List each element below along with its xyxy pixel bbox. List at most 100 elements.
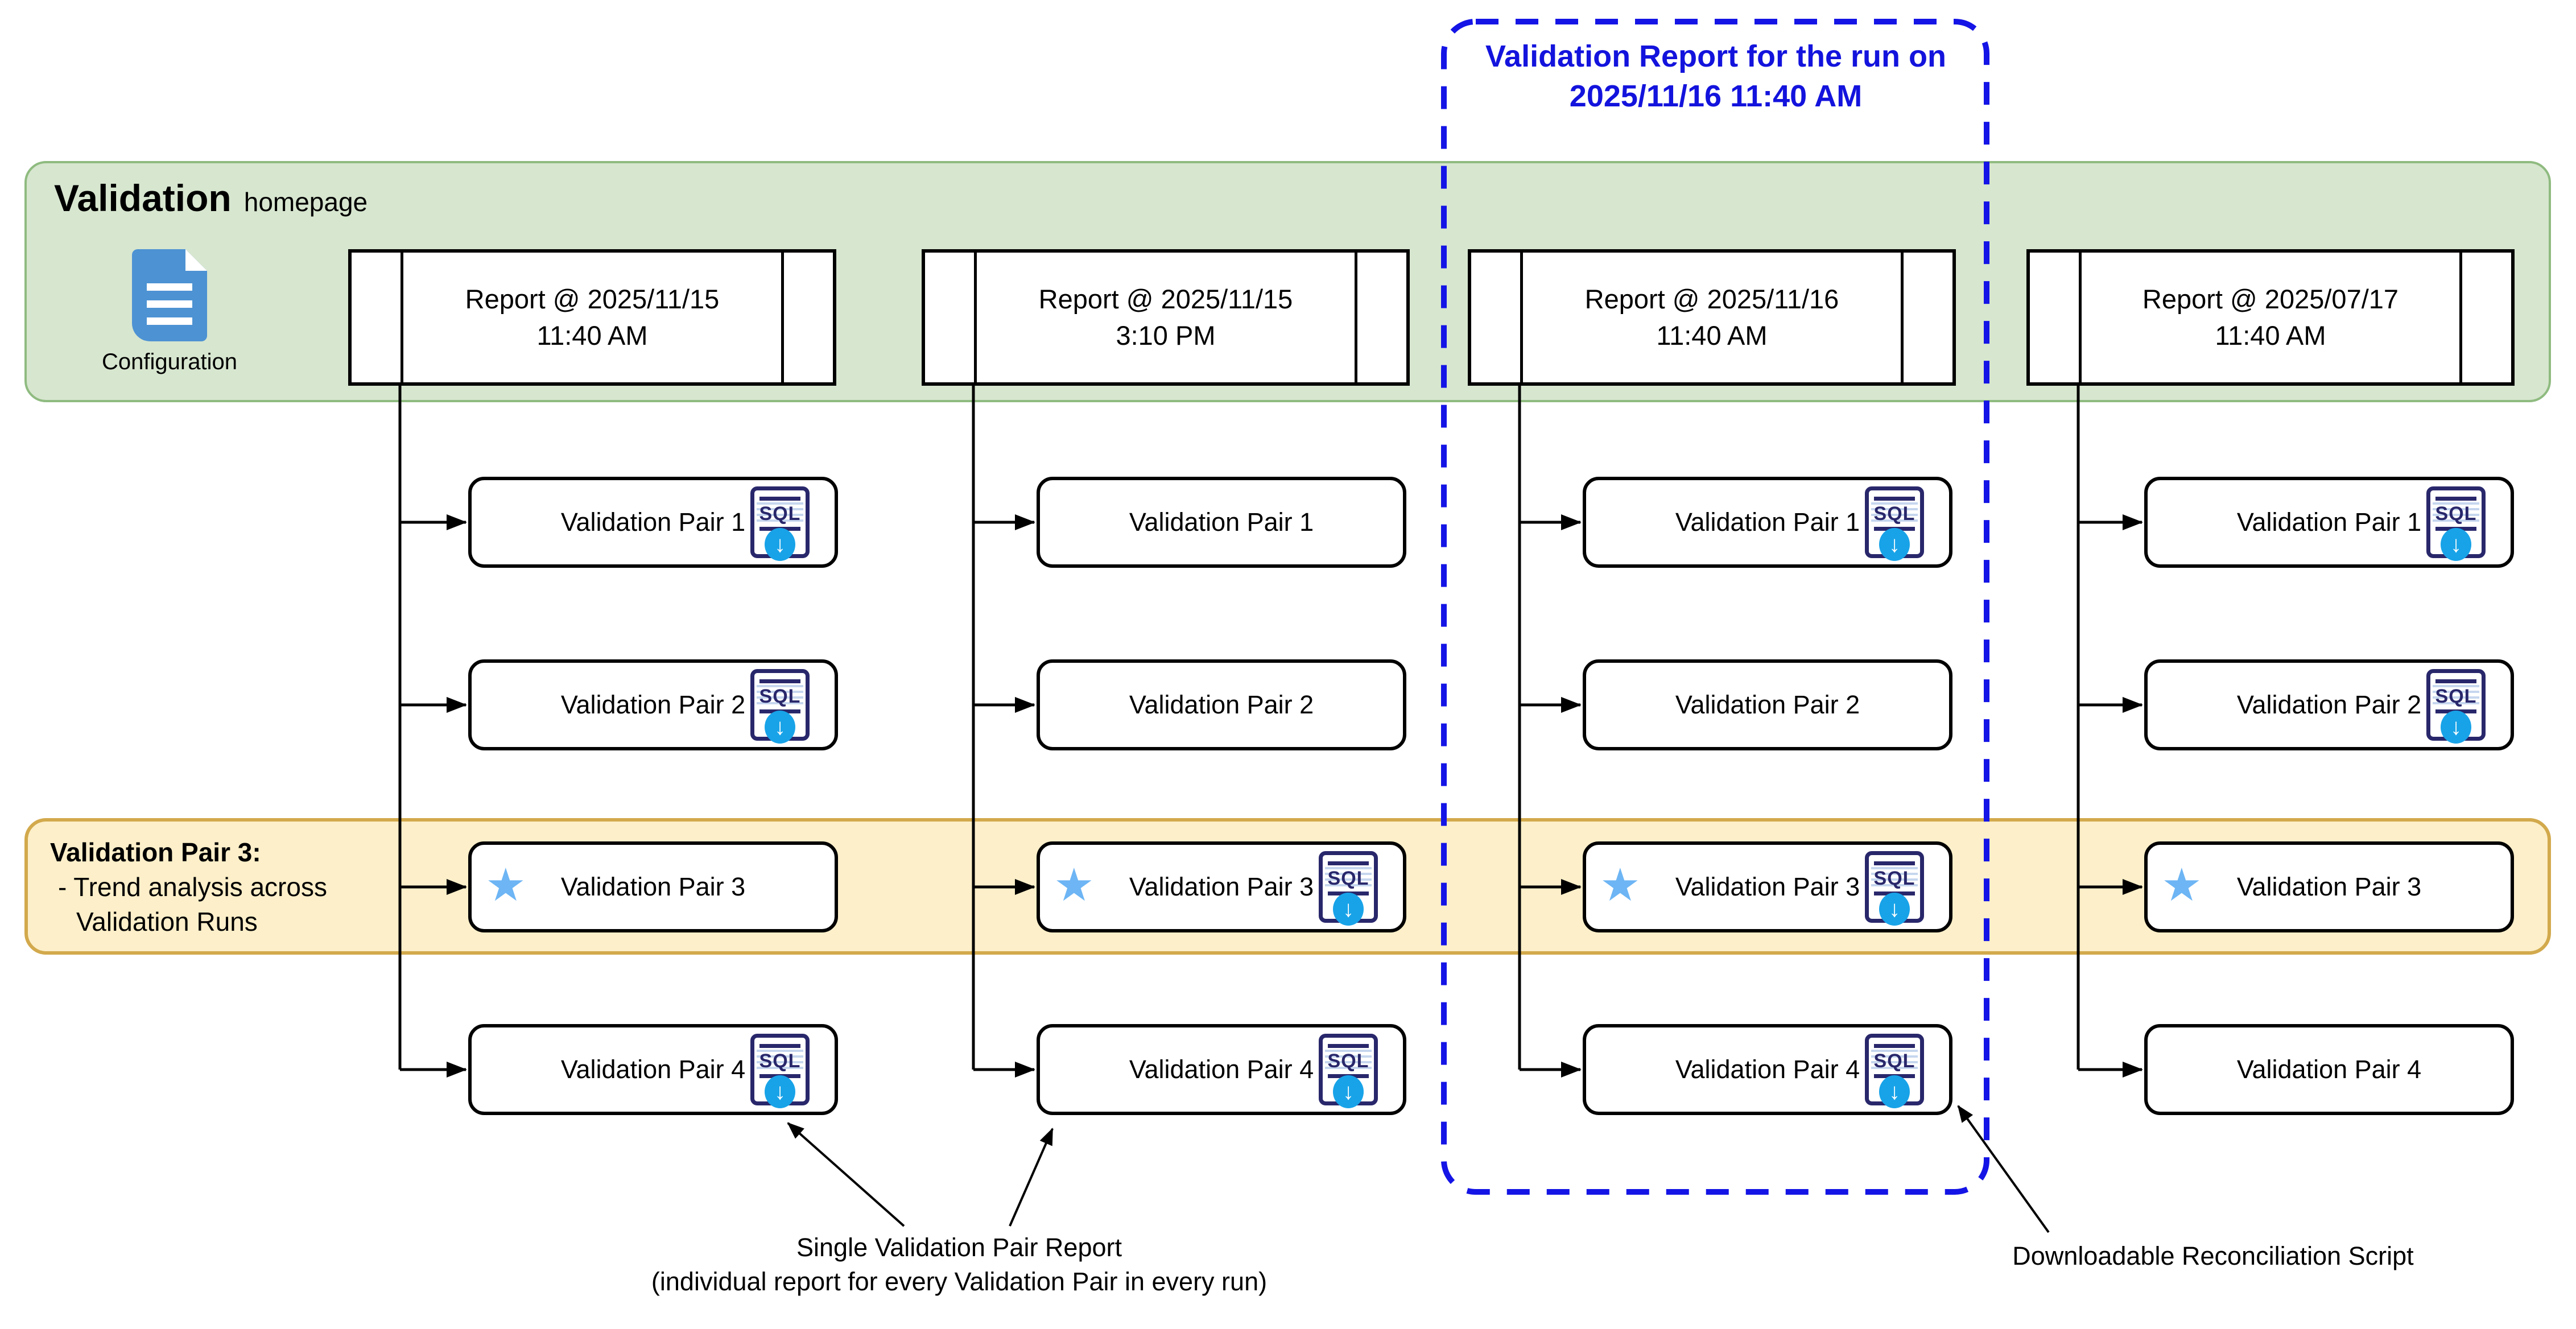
sql-download-icon[interactable]: SQL ↓ xyxy=(1865,486,1924,561)
pair3-highlight-line3: Validation Runs xyxy=(76,907,258,936)
connector-column-3 xyxy=(1518,385,1582,1078)
report-title-line1: Report @ 2025/11/15 xyxy=(465,284,720,314)
pair-box-run4-pair2[interactable]: Validation Pair 2 SQL ↓ xyxy=(2144,659,2514,750)
pair-box-run3-pair3[interactable]: ★ Validation Pair 3 SQL ↓ xyxy=(1583,841,1952,932)
download-arrow-icon: ↓ xyxy=(765,1075,795,1108)
sql-icon-label: SQL xyxy=(1871,867,1918,890)
sql-download-icon[interactable]: SQL ↓ xyxy=(1865,1034,1924,1108)
pair-box-run2-pair4[interactable]: Validation Pair 4 SQL ↓ xyxy=(1037,1024,1406,1115)
sql-download-icon[interactable]: SQL ↓ xyxy=(750,1034,810,1108)
sql-icon-label: SQL xyxy=(1871,1050,1918,1072)
validation-pair-label: Validation Pair 4 xyxy=(1129,1055,1314,1084)
single-pair-report-note-line2: (individual report for every Validation … xyxy=(651,1267,1268,1296)
single-pair-report-note-line1: Single Validation Pair Report xyxy=(796,1233,1122,1262)
download-arrow-icon: ↓ xyxy=(1879,1075,1910,1108)
validation-pair-label: Validation Pair 1 xyxy=(1675,507,1860,536)
pair-box-run1-pair4[interactable]: Validation Pair 4 SQL ↓ xyxy=(468,1024,838,1115)
report-title-line2: 11:40 AM xyxy=(2215,320,2326,350)
validation-pair-label: Validation Pair 1 xyxy=(2236,507,2422,536)
pair-box-run2-pair1[interactable]: Validation Pair 1 xyxy=(1037,477,1406,568)
report-title-line1: Report @ 2025/07/17 xyxy=(2142,284,2399,314)
report-box-1[interactable]: Report @ 2025/11/15 11:40 AM xyxy=(348,249,836,386)
download-arrow-icon: ↓ xyxy=(2441,528,2471,561)
pair-box-run1-pair3[interactable]: ★ Validation Pair 3 xyxy=(468,841,838,932)
sql-download-icon[interactable]: SQL ↓ xyxy=(1319,851,1378,926)
validation-pair-label: Validation Pair 2 xyxy=(2236,690,2422,719)
sql-icon-label: SQL xyxy=(2433,685,2479,708)
page-title: Validation homepage xyxy=(54,176,368,220)
page-title-sub: homepage xyxy=(243,187,368,217)
sql-download-icon[interactable]: SQL ↓ xyxy=(2426,486,2486,561)
validation-pair-label: Validation Pair 3 xyxy=(1675,872,1860,901)
pair-box-run4-pair1[interactable]: Validation Pair 1 SQL ↓ xyxy=(2144,477,2514,568)
connector-column-1 xyxy=(398,385,467,1078)
report-title-line1: Report @ 2025/11/15 xyxy=(1038,284,1293,314)
sql-icon-label: SQL xyxy=(1325,867,1372,890)
callout-title-line1: Validation Report for the run on xyxy=(1485,39,1946,73)
report-box-3[interactable]: Report @ 2025/11/16 11:40 AM xyxy=(1468,249,1956,386)
report-box-2[interactable]: Report @ 2025/11/15 3:10 PM xyxy=(922,249,1410,386)
configuration-label: Configuration xyxy=(102,349,237,374)
validation-pair-label: Validation Pair 2 xyxy=(1675,690,1860,719)
download-arrow-icon: ↓ xyxy=(1879,893,1910,926)
validation-pair-label: Validation Pair 4 xyxy=(560,1055,746,1084)
sql-download-icon[interactable]: SQL ↓ xyxy=(1865,851,1924,926)
pair-box-run2-pair2[interactable]: Validation Pair 2 xyxy=(1037,659,1406,750)
connector-column-4 xyxy=(2077,385,2143,1078)
sql-download-icon[interactable]: SQL ↓ xyxy=(1319,1034,1378,1108)
sql-icon-label: SQL xyxy=(757,685,803,708)
download-arrow-icon: ↓ xyxy=(2441,711,2471,744)
pair-box-run1-pair1[interactable]: Validation Pair 1 SQL ↓ xyxy=(468,477,838,568)
validation-pair-label: Validation Pair 2 xyxy=(1129,690,1314,719)
pair-box-run4-pair3[interactable]: ★ Validation Pair 3 xyxy=(2144,841,2514,932)
star-icon: ★ xyxy=(1054,859,1095,910)
callout-title-line2: 2025/11/16 11:40 AM xyxy=(1569,79,1863,113)
pair3-highlight-title: Validation Pair 3: xyxy=(50,837,261,867)
page-title-main: Validation xyxy=(54,177,232,219)
report-title-line1: Report @ 2025/11/16 xyxy=(1584,284,1839,314)
single-pair-report-note: Single Validation Pair Report (individua… xyxy=(532,1231,1386,1299)
sql-icon-label: SQL xyxy=(757,502,803,525)
sql-icon-label: SQL xyxy=(1325,1050,1372,1072)
sql-download-icon[interactable]: SQL ↓ xyxy=(2426,669,2486,744)
report-box-4[interactable]: Report @ 2025/07/17 11:40 AM xyxy=(2026,249,2515,386)
validation-pair-label: Validation Pair 3 xyxy=(2236,872,2422,901)
validation-pair-label: Validation Pair 1 xyxy=(560,507,746,536)
pair3-highlight-label: Validation Pair 3: - Trend analysis acro… xyxy=(50,835,327,939)
connector-column-2 xyxy=(972,385,1035,1078)
validation-pair-label: Validation Pair 4 xyxy=(2236,1055,2422,1084)
download-arrow-icon: ↓ xyxy=(1333,893,1364,926)
arrow-to-run2-pair4 xyxy=(1009,1128,1054,1227)
annotation-arrows xyxy=(787,1105,2050,1233)
pair-box-run3-pair2[interactable]: Validation Pair 2 xyxy=(1583,659,1952,750)
reconciliation-script-note: Downloadable Reconciliation Script xyxy=(2012,1241,2414,1270)
pair-box-run1-pair2[interactable]: Validation Pair 2 SQL ↓ xyxy=(468,659,838,750)
pair-box-run2-pair3[interactable]: ★ Validation Pair 3 SQL ↓ xyxy=(1037,841,1406,932)
download-arrow-icon: ↓ xyxy=(1879,528,1910,561)
download-arrow-icon: ↓ xyxy=(765,528,795,561)
pair-box-run4-pair4[interactable]: Validation Pair 4 xyxy=(2144,1024,2514,1115)
sql-download-icon[interactable]: SQL ↓ xyxy=(750,669,810,744)
validation-pair-label: Validation Pair 3 xyxy=(1129,872,1314,901)
pair-box-run3-pair1[interactable]: Validation Pair 1 SQL ↓ xyxy=(1583,477,1952,568)
validation-pair-label: Validation Pair 4 xyxy=(1675,1055,1860,1084)
sql-download-icon[interactable]: SQL ↓ xyxy=(750,486,810,561)
callout-title: Validation Report for the run on 2025/11… xyxy=(1458,36,1974,116)
sql-icon-label: SQL xyxy=(2433,502,2479,525)
star-icon: ★ xyxy=(2161,859,2202,910)
report-title-line2: 11:40 AM xyxy=(536,320,648,350)
sql-icon-label: SQL xyxy=(1871,502,1918,525)
report-title-line2: 3:10 PM xyxy=(1116,320,1216,350)
validation-pair-label: Validation Pair 3 xyxy=(560,872,746,901)
star-icon: ★ xyxy=(485,859,526,910)
pair-box-run3-pair4[interactable]: Validation Pair 4 SQL ↓ xyxy=(1583,1024,1952,1115)
report-title-line2: 11:40 AM xyxy=(1656,320,1768,350)
configuration-document-icon[interactable] xyxy=(132,249,207,341)
pair3-highlight-line2: - Trend analysis across xyxy=(58,872,327,902)
validation-pair-label: Validation Pair 2 xyxy=(560,690,746,719)
star-icon: ★ xyxy=(1600,859,1641,910)
validation-pair-label: Validation Pair 1 xyxy=(1129,507,1314,536)
download-arrow-icon: ↓ xyxy=(765,711,795,744)
arrow-to-run3-pair4-sql xyxy=(1957,1105,2050,1233)
